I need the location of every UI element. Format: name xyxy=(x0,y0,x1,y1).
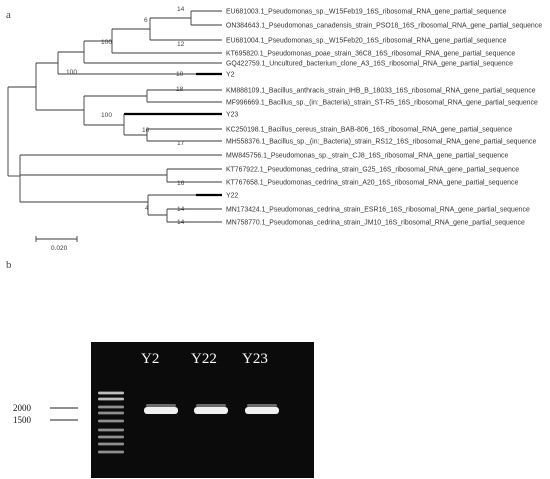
tree-leaf-label: KM888109.1_Bacillus_anthracis_strain_IHB… xyxy=(226,87,536,94)
tree-leaf-label: KC250198.1_Bacillus_cereus_strain_BAB-80… xyxy=(226,126,512,133)
ladder-band xyxy=(98,450,124,454)
tree-leaf-label: EU681003.1_Pseudomonas_sp._W15Feb19_16S_… xyxy=(226,8,507,15)
size-markers: 2000 1500 xyxy=(13,403,78,425)
bootstrap-value: 100 xyxy=(101,39,112,46)
tree-leaf-label: MF996669.1_Bacillus_sp._(in:_Bacteria)_s… xyxy=(226,99,538,106)
bootstrap-value: 10 xyxy=(176,71,184,78)
sample-lanes: Y2 Y22 Y23 xyxy=(141,351,279,414)
tree-leaf-label: ON384643.1_Pseudomonas_canadensis_strain… xyxy=(226,22,542,29)
bootstrap-value: 100 xyxy=(66,69,77,76)
ladder-band xyxy=(98,435,124,439)
tree-leaf-label: KT767922.1_Pseudomonas_cedrina_strain_G2… xyxy=(226,166,519,173)
tree-leaf-label: Y22 xyxy=(226,192,238,199)
tree-leaf-label: MN173424.1_Pseudomonas_cedrina_strain_ES… xyxy=(226,206,530,213)
bootstrap-value: 6 xyxy=(144,17,148,24)
ladder-band xyxy=(98,428,124,432)
tree-leaf-label: GQ422759.1_Uncultured_bacterium_clone_A3… xyxy=(226,60,513,67)
pcr-product-band xyxy=(245,407,279,414)
bootstrap-value: 12 xyxy=(177,41,185,48)
tree-leaf-label: Y23 xyxy=(226,111,238,118)
marker-size-label: 1500 xyxy=(13,415,32,425)
ladder-band xyxy=(98,397,124,401)
pcr-product-band xyxy=(144,407,178,414)
lane-label: Y22 xyxy=(191,351,217,367)
tree-leaf-label: MH558376.1_Bacillus_sp._(in:_Bacteria)_s… xyxy=(226,138,536,145)
bootstrap-value: 18 xyxy=(176,86,184,93)
panel-label-b: b xyxy=(6,259,12,271)
phylogenetic-tree: a EU681003.1_Pseudomonas_sp._W15Feb19_16S… xyxy=(6,6,542,252)
ladder-band xyxy=(98,411,124,415)
ladder-band xyxy=(98,419,124,423)
ladder-band xyxy=(98,442,124,446)
bootstrap-value: 14 xyxy=(177,219,185,226)
dna-ladder-lane xyxy=(98,391,124,454)
band-glow xyxy=(247,404,277,407)
lane-label: Y2 xyxy=(141,351,159,367)
tree-leaf-label: EU681004.1_Pseudomonas_sp._W15Feb20_16S_… xyxy=(226,37,507,44)
bootstrap-value: 14 xyxy=(177,6,185,13)
bootstrap-value: 10 xyxy=(142,127,150,134)
bootstrap-value: 17 xyxy=(177,140,185,147)
band-glow xyxy=(146,404,176,407)
bootstrap-value: 4 xyxy=(145,205,149,212)
pcr-product-band xyxy=(194,407,228,414)
tree-leaf-label: MN758770.1_Pseudomonas_cedrina_strain_JM… xyxy=(226,219,525,226)
band-glow xyxy=(196,404,226,407)
ladder-band xyxy=(98,405,124,409)
scale-bar-label: 0.020 xyxy=(51,245,68,252)
bootstrap-value: 16 xyxy=(177,180,185,187)
bootstrap-value: 100 xyxy=(101,112,112,119)
tree-leaf-label: MW845756.1_Pseudomonas_sp._strain_CJ8_16… xyxy=(226,152,508,159)
marker-size-label: 2000 xyxy=(13,403,32,413)
lane-label: Y23 xyxy=(242,351,268,367)
tree-leaf-label: KT695820.1_Pseudomonas_poae_strain_36C8_… xyxy=(226,50,515,57)
tree-leaf-label: KT767658.1_Pseudomonas_cedrina_strain_A2… xyxy=(226,179,518,186)
tree-leaf-label: Y2 xyxy=(226,71,235,78)
bootstrap-value: 14 xyxy=(177,206,185,213)
panel-label-a: a xyxy=(6,9,11,21)
ladder-band xyxy=(98,391,124,395)
